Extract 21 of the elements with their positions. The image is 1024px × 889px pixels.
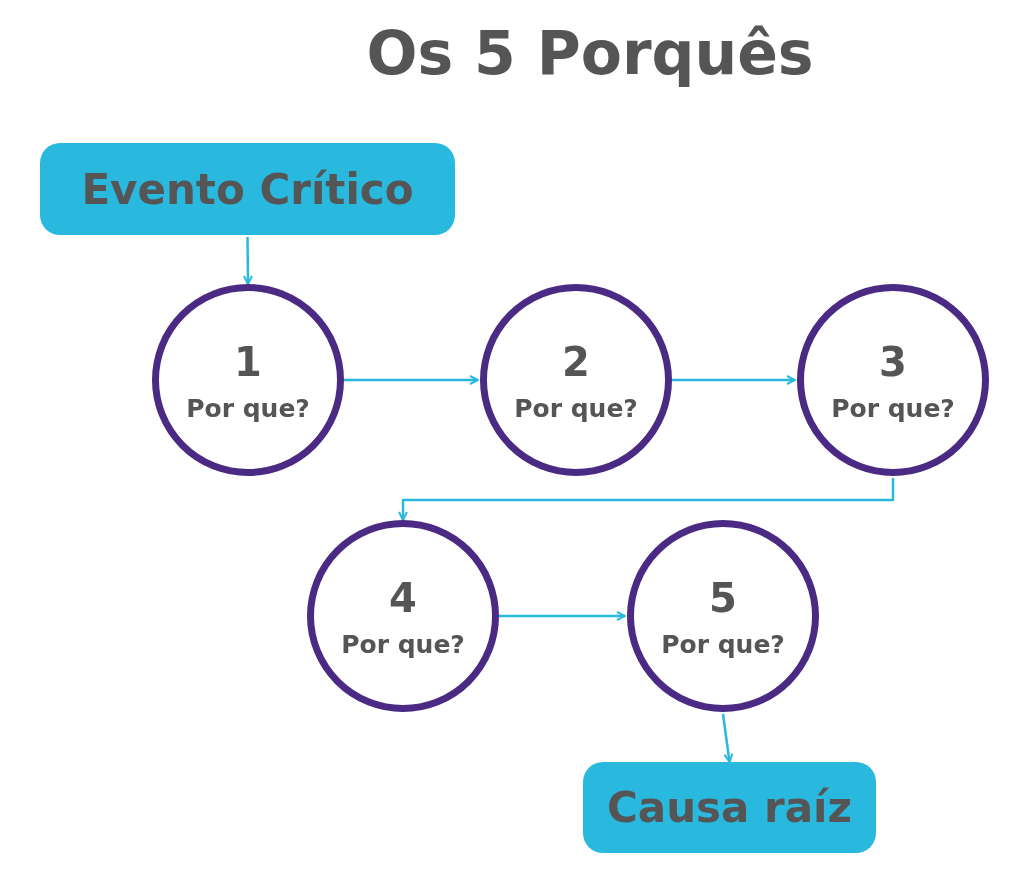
- step-number: 3: [879, 337, 907, 386]
- event-box: [583, 762, 876, 853]
- box-label: Causa raíz: [607, 783, 852, 832]
- arrow: [398, 478, 895, 521]
- title: Os 5 Porquês: [365, 18, 815, 88]
- question-label: Por que?: [186, 393, 310, 423]
- step-number: 5: [709, 573, 737, 622]
- arrow: [242, 237, 253, 285]
- arrow: [344, 375, 479, 385]
- step-number: 4: [389, 573, 417, 622]
- arrow: [721, 713, 734, 763]
- step-number: 1: [234, 337, 262, 386]
- question-label: Por que?: [661, 629, 785, 659]
- box-label: Evento Crítico: [81, 164, 414, 214]
- arrow: [672, 375, 796, 385]
- question-label: Por que?: [341, 629, 465, 659]
- question-label: Por que?: [831, 393, 955, 423]
- question-label: Por que?: [514, 393, 638, 423]
- arrow: [499, 611, 626, 621]
- event-box: [40, 143, 455, 235]
- step-number: 2: [562, 337, 590, 386]
